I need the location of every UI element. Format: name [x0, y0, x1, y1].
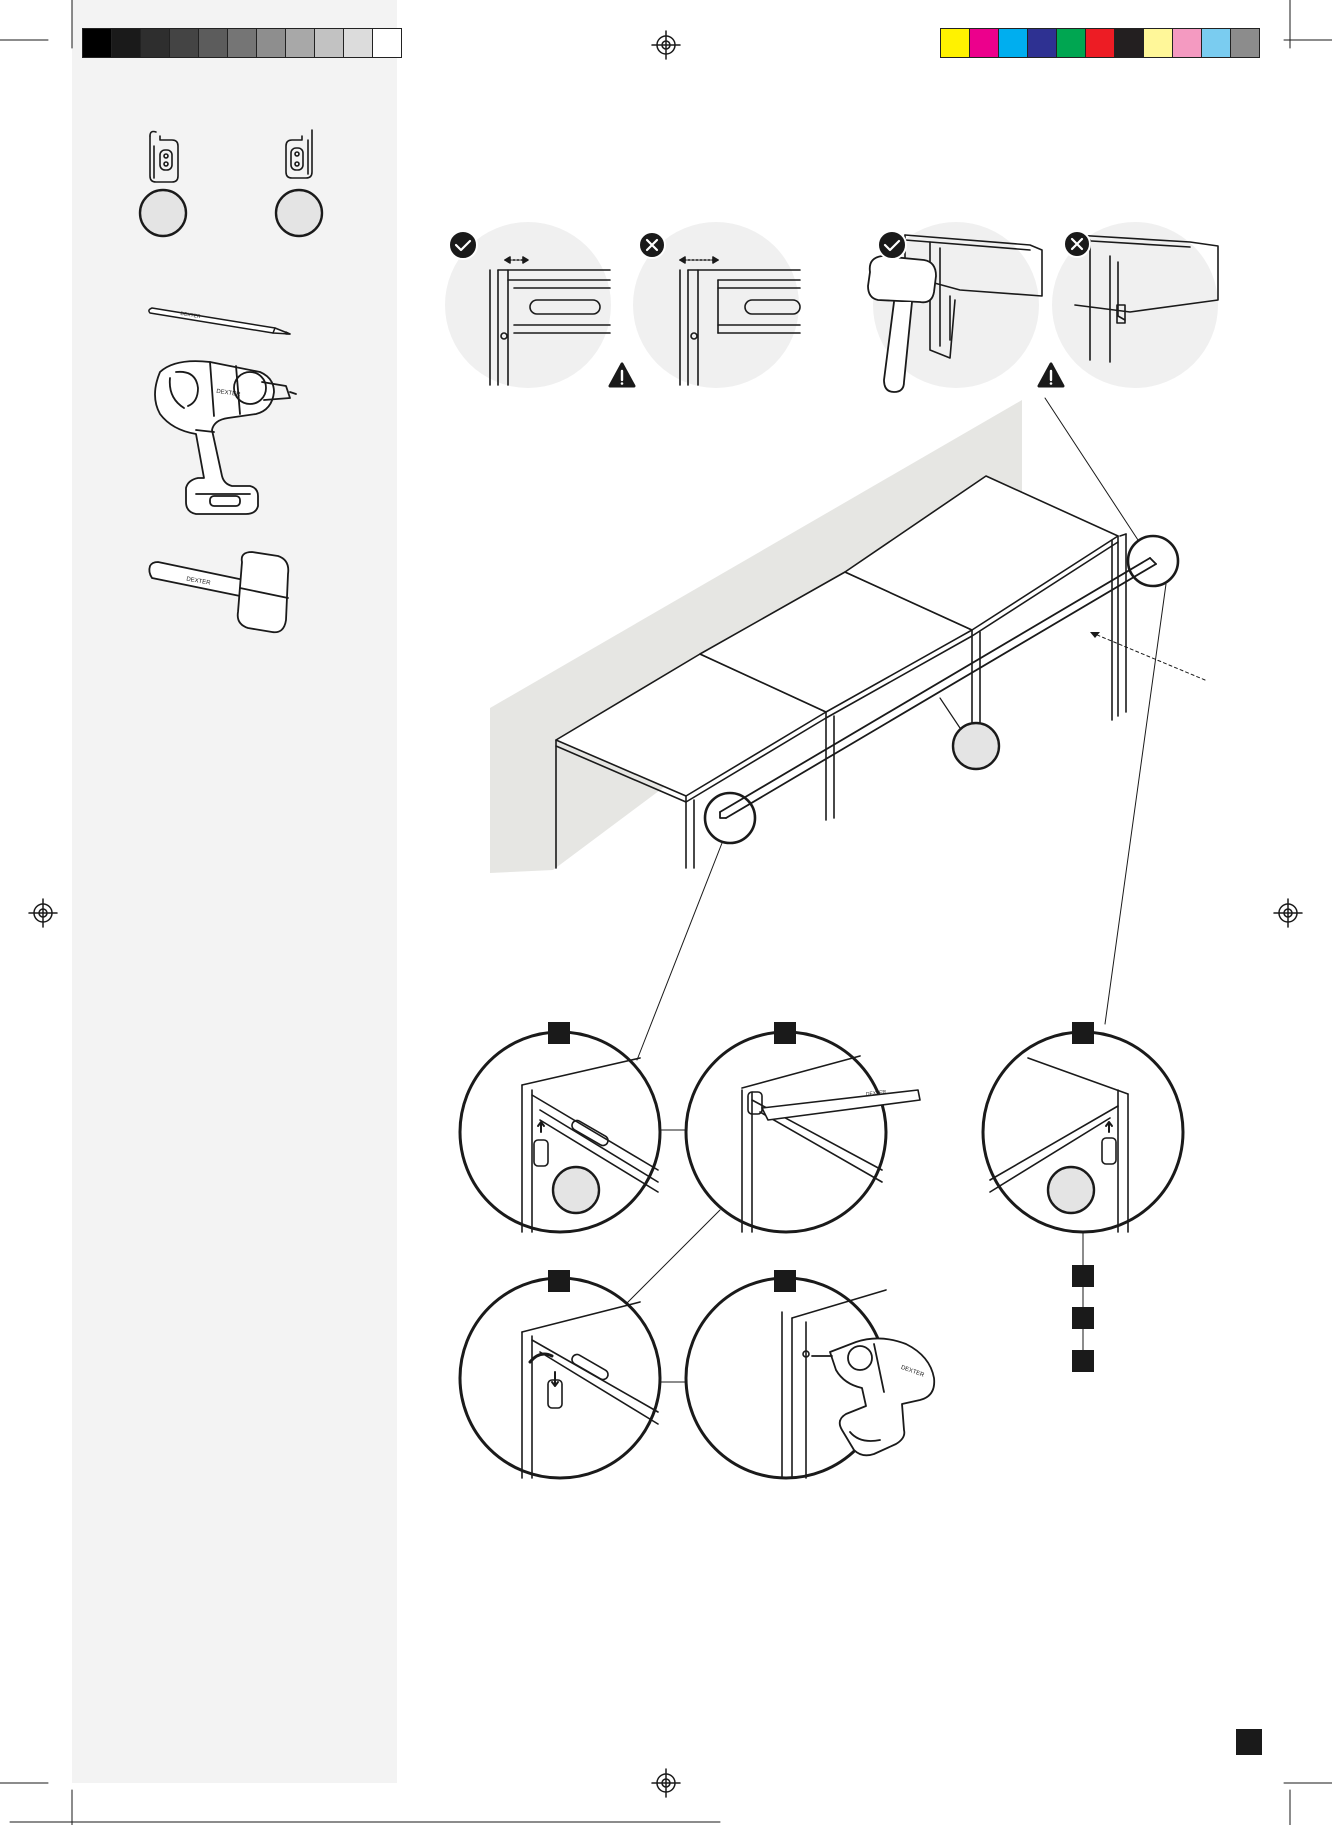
part-callout-circle — [953, 723, 999, 769]
step-marker — [1072, 1265, 1094, 1287]
step-marker — [774, 1270, 796, 1292]
step-marker — [548, 1270, 570, 1292]
part-callout-circle — [140, 190, 186, 236]
step-marker — [1072, 1022, 1094, 1044]
leader-line — [940, 698, 960, 728]
mallet-icon — [149, 552, 288, 632]
cross-badge-icon — [1064, 231, 1090, 257]
step-marker — [774, 1022, 796, 1044]
dashed-pointer — [1090, 632, 1205, 680]
bracket-left-icon — [150, 132, 178, 183]
step-marker — [1072, 1307, 1094, 1329]
cross-badge-icon — [639, 232, 665, 258]
part-callout-circle — [1048, 1167, 1094, 1213]
leader-line — [1105, 584, 1166, 1024]
warning-triangle-icon — [610, 364, 634, 386]
step-detail-bracket-mount — [460, 1022, 660, 1232]
page-number-block — [1236, 1729, 1262, 1755]
pencil-icon — [149, 308, 290, 334]
step-detail-pencil-mark: DEXTER — [686, 1022, 920, 1232]
checkmark-badge-icon — [878, 231, 906, 259]
rail-end-highlight-left — [705, 793, 755, 843]
checkmark-badge-icon — [449, 231, 477, 259]
drill-icon — [155, 361, 296, 514]
connector-line — [620, 1210, 720, 1310]
step-marker — [1072, 1350, 1094, 1372]
bracket-right-icon — [286, 130, 312, 178]
step-detail-bracket-mount-right — [983, 1022, 1183, 1232]
step-detail-drill-screw: DEXTER — [686, 1270, 934, 1478]
pointer-arrowhead — [1090, 632, 1100, 638]
warning-triangle-icon — [1039, 364, 1063, 386]
step-detail-bracket-lock — [460, 1270, 660, 1478]
part-callout-circle — [276, 190, 322, 236]
leader-line — [637, 843, 722, 1060]
part-callout-circle — [553, 1167, 599, 1213]
step-marker — [548, 1022, 570, 1044]
